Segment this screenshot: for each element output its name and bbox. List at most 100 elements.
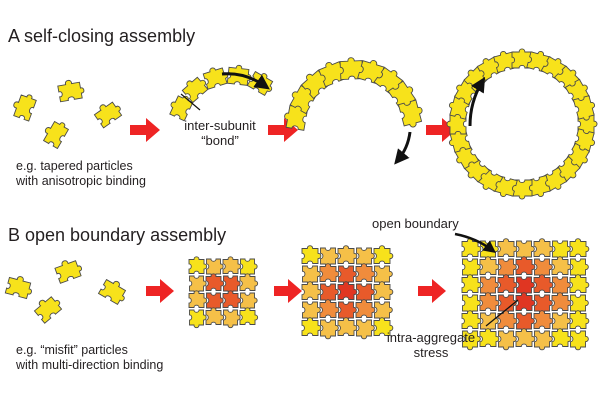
aggregate-subunit xyxy=(373,281,394,300)
arc-large xyxy=(284,57,423,131)
aggregate-subunit xyxy=(461,310,482,329)
aggregate-subunit xyxy=(337,245,358,264)
aggregate-subunit xyxy=(320,283,339,304)
aggregate-subunit xyxy=(189,309,207,329)
aggregate-subunit xyxy=(222,256,242,274)
aggregate-subunit xyxy=(569,274,590,293)
step-arrow-b1 xyxy=(146,279,174,303)
stress-label-line1: intra-aggregate xyxy=(386,330,476,345)
aggregate-subunit xyxy=(515,292,536,311)
aggregate-subunit xyxy=(337,281,358,300)
aggregate-subunit xyxy=(516,240,535,261)
panel-a-caption: e.g. tapered particles with anisotropic … xyxy=(16,159,216,189)
aggregate-subunit xyxy=(239,273,259,291)
closure-arrow-icon xyxy=(468,76,486,127)
aggregate-subunit xyxy=(552,312,571,333)
aggregate-subunit xyxy=(301,245,322,264)
aggregate-subunit xyxy=(302,301,321,322)
aggregate-subunit xyxy=(533,238,554,257)
aggregate-medium xyxy=(301,245,394,340)
aggregate-subunit xyxy=(223,275,241,295)
tapered-particle xyxy=(39,116,71,149)
aggregate-subunit xyxy=(240,292,258,312)
aggregate-subunit xyxy=(498,294,517,315)
aggregate-subunit xyxy=(240,258,258,278)
aggregate-subunit xyxy=(479,328,500,347)
bond-pointer xyxy=(180,93,201,111)
free-subunits-a xyxy=(9,77,125,149)
growth-arrow-icon xyxy=(221,72,270,90)
aggregate-subunit xyxy=(515,328,536,347)
panel-b-caption-line2: with multi-direction binding xyxy=(16,358,164,372)
aggregate-subunit xyxy=(188,256,208,274)
boundary-pointer-icon xyxy=(454,232,497,253)
aggregate-subunit xyxy=(356,283,375,304)
open-boundary-label: open boundary xyxy=(372,216,459,231)
aggregate-subunit xyxy=(320,319,339,340)
aggregate-subunit xyxy=(551,256,572,275)
aggregate-subunit xyxy=(374,265,393,286)
aggregate-subunit xyxy=(301,281,322,300)
aggregate-subunit xyxy=(462,330,481,351)
aggregate-subunit xyxy=(338,301,357,322)
panel-b-caption: e.g. “misfit” particles with multi-direc… xyxy=(16,343,226,373)
stress-pointer xyxy=(485,299,519,327)
aggregate-subunit xyxy=(552,240,571,261)
tapered-particle xyxy=(9,90,38,122)
aggregate-subunit xyxy=(515,256,536,275)
aggregate-subunit xyxy=(338,265,357,286)
aggregate-subunit xyxy=(570,258,589,279)
aggregate-subunit xyxy=(551,292,572,311)
aggregate-subunit xyxy=(534,294,553,315)
aggregate-subunit xyxy=(373,245,394,264)
aggregate-subunit xyxy=(569,238,590,257)
aggregate-subunit xyxy=(222,290,242,308)
aggregate-subunit xyxy=(497,310,518,329)
aggregate-subunit xyxy=(206,258,224,278)
aggregate-subunit xyxy=(188,290,208,308)
aggregate-subunit xyxy=(205,273,225,291)
misfit-particle xyxy=(31,291,65,324)
aggregate-subunit xyxy=(498,258,517,279)
aggregate-subunit xyxy=(319,299,340,318)
panel-b-title: B open boundary assembly xyxy=(8,225,227,245)
tapered-particle xyxy=(56,77,86,103)
step-arrow-b3 xyxy=(418,279,446,303)
misfit-particle xyxy=(4,273,36,300)
stress-label-line2: stress xyxy=(413,345,449,360)
aggregate-subunit xyxy=(462,294,481,315)
step-arrow-a1 xyxy=(130,118,160,142)
bond-label-line1: inter-subunit xyxy=(184,118,256,133)
aggregate-subunit xyxy=(355,263,376,282)
aggregate-subunit xyxy=(479,292,500,311)
misfit-particle xyxy=(98,275,131,307)
bond-label: inter-subunit “bond” xyxy=(170,118,270,148)
aggregate-subunit xyxy=(533,274,554,293)
aggregate-subunit xyxy=(337,317,358,336)
growth-arrow-icon xyxy=(394,131,412,165)
aggregate-subunit xyxy=(239,307,259,325)
aggregate-subunit xyxy=(533,310,554,329)
aggregate-subunit xyxy=(374,301,393,322)
aggregate-subunit xyxy=(570,330,589,351)
aggregate-subunit xyxy=(302,265,321,286)
bond-label-line2: “bond” xyxy=(201,133,239,148)
aggregate-subunit xyxy=(552,276,571,297)
misfit-particle xyxy=(53,255,85,284)
aggregate-subunit xyxy=(206,292,224,312)
aggregate-subunit xyxy=(516,276,535,297)
aggregate-small xyxy=(188,256,259,329)
panel-a-title: A self-closing assembly xyxy=(8,26,196,46)
step-arrow-b2 xyxy=(274,279,302,303)
aggregate-subunit xyxy=(319,263,340,282)
aggregate-subunit xyxy=(355,299,376,318)
aggregate-subunit xyxy=(497,238,518,257)
aggregate-subunit xyxy=(320,247,339,268)
aggregate-subunit xyxy=(356,247,375,268)
ring-subunit xyxy=(572,95,596,121)
aggregate-subunit xyxy=(479,256,500,275)
aggregate-subunit xyxy=(223,309,241,329)
free-subunits-b xyxy=(4,255,131,324)
